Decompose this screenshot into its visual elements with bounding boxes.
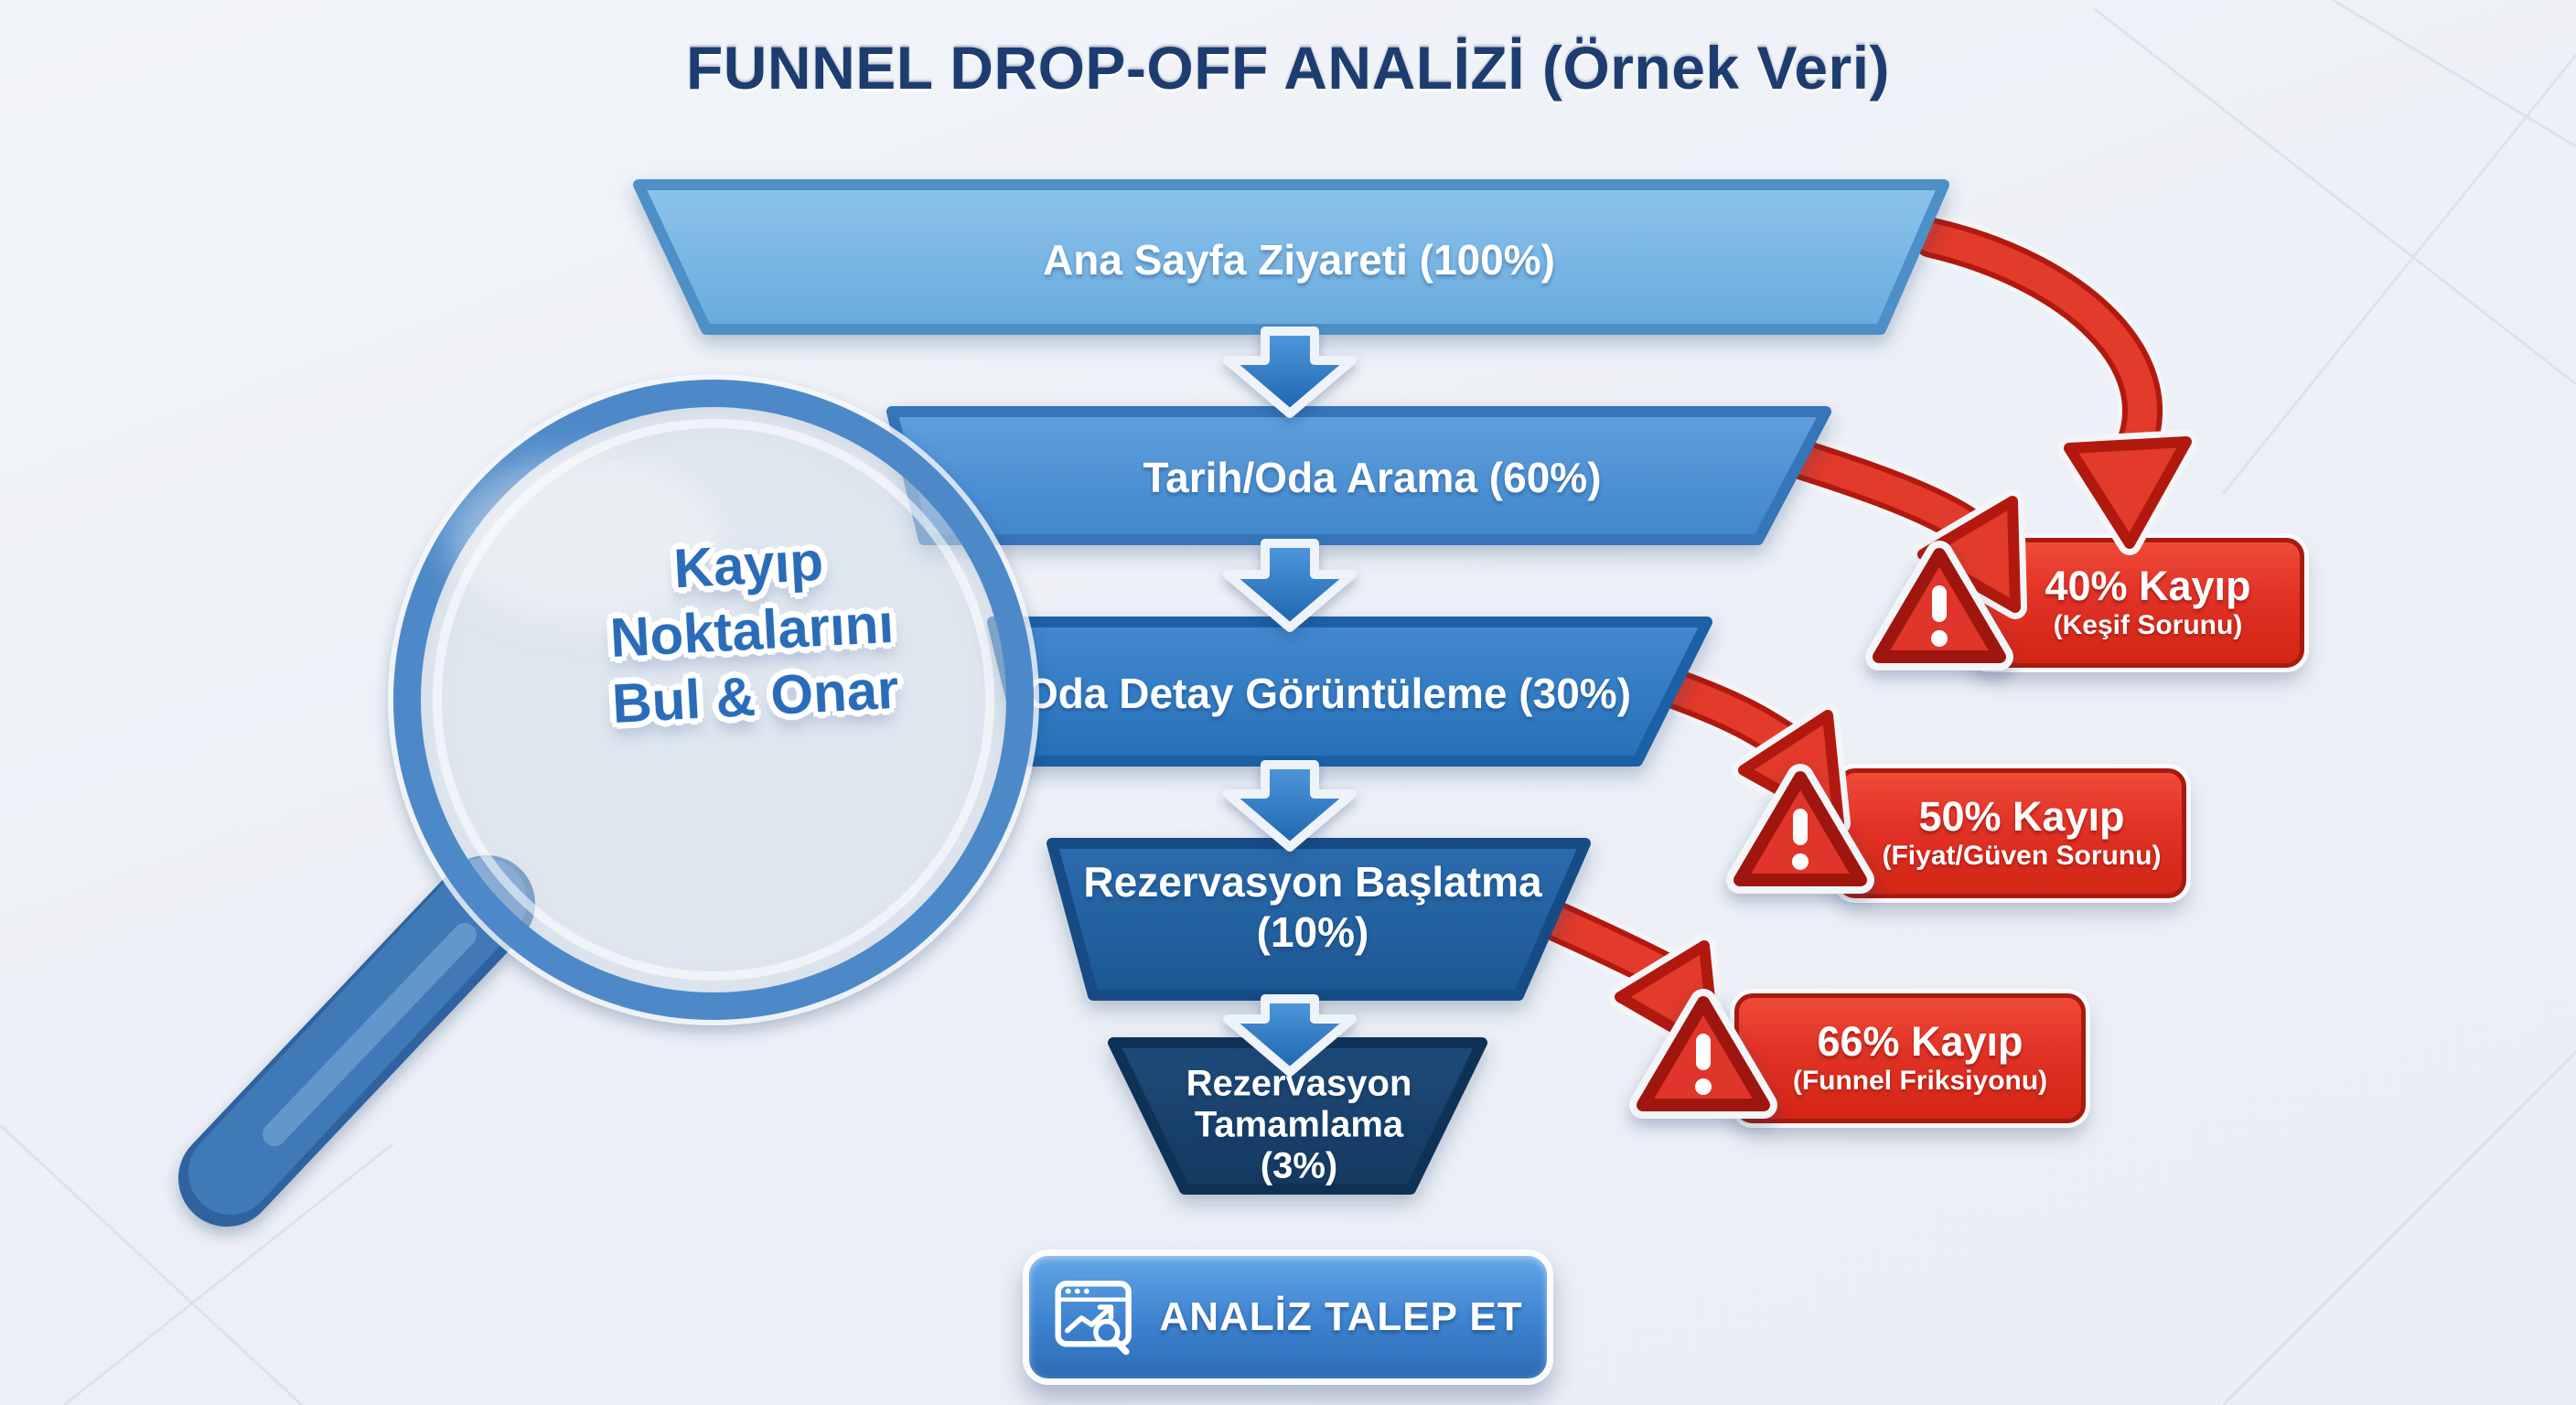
analytics-report-icon bbox=[1055, 1281, 1132, 1356]
dropoff-arrow-2 bbox=[1770, 433, 1992, 552]
funnel-stage-4-label-line2: (10%) bbox=[1256, 908, 1369, 956]
lens-slogan-line3: Bul & Onar bbox=[610, 658, 900, 735]
request-analysis-label: ANALİZ TALEP ET bbox=[1159, 1294, 1523, 1339]
dropoff-arrowheads bbox=[1608, 430, 2198, 1064]
funnel-stage-5-label-line3: (3%) bbox=[1260, 1145, 1338, 1186]
dropoff-loss-label: 66% Kayıp bbox=[1817, 1018, 2023, 1065]
request-analysis-button[interactable]: ANALİZ TALEP ET bbox=[1023, 1249, 1553, 1385]
dropoff-reason-label: (Fiyat/Güven Sorunu) bbox=[1882, 841, 2162, 871]
funnel-step-arrow-1 bbox=[1223, 327, 1357, 418]
dropoff-reason-label: (Keşif Sorunu) bbox=[2053, 610, 2243, 640]
arrowhead-down-right-icon bbox=[1608, 934, 1727, 1064]
magnifying-glass-icon bbox=[178, 374, 1039, 1227]
dropoff-badge-50: 50% Kayıp (Fiyat/Güven Sorunu) bbox=[1837, 768, 2186, 898]
dropoff-loss-label: 50% Kayıp bbox=[1918, 793, 2125, 840]
dropoff-arrow-3 bbox=[1648, 663, 1810, 767]
dropoff-arrow-1 bbox=[1907, 213, 2167, 480]
funnel-step-arrow-3 bbox=[1223, 760, 1357, 852]
dropoff-badge-66: 66% Kayıp (Funnel Friksiyonu) bbox=[1734, 993, 2086, 1123]
page-title: FUNNEL DROP-OFF ANALİZİ (Örnek Veri) bbox=[685, 34, 1891, 102]
arrowhead-down-right-icon bbox=[1732, 703, 1851, 835]
dropoff-reason-label: (Funnel Friksiyonu) bbox=[1792, 1066, 2048, 1096]
funnel-stage-1-label: Ana Sayfa Ziyareti (100%) bbox=[1043, 236, 1555, 284]
lens-slogan: Kayıp Noktalarını Bul & Onar bbox=[604, 525, 900, 737]
funnel-stage-5-label-line1: Rezervasyon bbox=[1186, 1063, 1412, 1104]
dropoff-badge-40: 40% Kayıp (Keşif Sorunu) bbox=[1971, 538, 2304, 668]
funnel-stage-5-label-line2: Tamamlama bbox=[1194, 1104, 1404, 1145]
funnel-stage-5-label: Rezervasyon Tamamlama (3%) bbox=[1186, 1064, 1412, 1187]
funnel-stage-4-label-line1: Rezervasyon Başlatma bbox=[1083, 858, 1542, 906]
funnel-stage-4-label: Rezervasyon Başlatma (10%) bbox=[1083, 857, 1541, 958]
funnel-stage-2-label: Tarih/Oda Arama (60%) bbox=[1143, 454, 1602, 501]
dropoff-arrow-4 bbox=[1521, 892, 1687, 996]
dropoff-loss-label: 40% Kayıp bbox=[2045, 563, 2251, 609]
arrowhead-down-icon bbox=[2057, 430, 2198, 555]
funnel-step-arrow-4 bbox=[1223, 994, 1357, 1077]
funnel-step-arrow-2 bbox=[1223, 539, 1357, 632]
funnel-stage-3-label: Oda Detay Görüntüleme (30%) bbox=[1025, 670, 1632, 717]
